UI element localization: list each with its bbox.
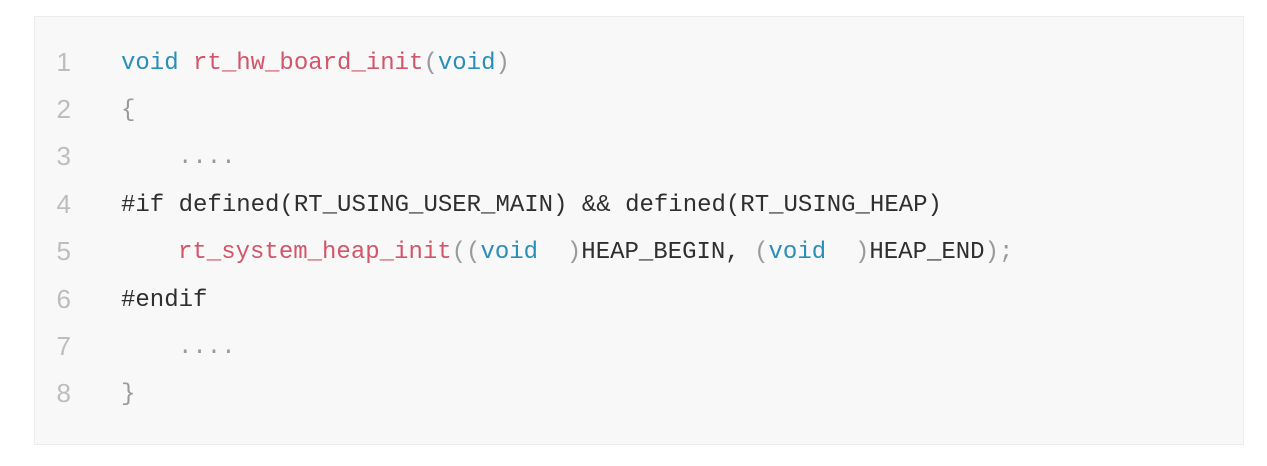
code-token: ) — [495, 50, 510, 77]
code-line: 1 void rt_hw_board_init(void) — [35, 47, 1243, 94]
code-text[interactable]: .... — [121, 333, 236, 363]
code-token: } — [121, 381, 136, 408]
code-token — [179, 50, 193, 77]
code-text[interactable]: #endif — [121, 286, 207, 316]
code-token: #if defined(RT_USING_USER_MAIN) && defin… — [121, 192, 942, 219]
code-line: 5 rt_system_heap_init((void )HEAP_BEGIN,… — [35, 236, 1243, 283]
line-number: 2 — [56, 94, 71, 124]
code-token: { — [121, 97, 136, 124]
code-token: HEAP_END — [869, 239, 985, 266]
code-token: #endif — [121, 287, 208, 314]
code-text[interactable]: { — [121, 96, 135, 126]
code-token: rt_hw_board_init — [193, 50, 424, 77]
code-token: void — [437, 50, 496, 77]
code-token: .... — [178, 144, 236, 171]
line-number: 6 — [56, 284, 71, 314]
code-text[interactable]: #if defined(RT_USING_USER_MAIN) && defin… — [121, 191, 942, 221]
code-token: ); — [984, 239, 1014, 266]
code-block: 1 void rt_hw_board_init(void) 2 { 3 ....… — [34, 16, 1244, 445]
code-text[interactable]: .... — [121, 143, 236, 173]
line-number: 5 — [56, 236, 71, 266]
code-token: void — [121, 50, 179, 77]
code-token: ) — [854, 239, 870, 266]
code-token: ( — [754, 239, 769, 266]
code-line: 8 } — [35, 378, 1243, 425]
line-number: 3 — [56, 141, 71, 171]
code-token: (( — [451, 239, 481, 266]
code-token: void — [768, 239, 827, 266]
code-text[interactable]: } — [121, 380, 135, 410]
code-line: 6 #endif — [35, 284, 1243, 331]
code-token: rt_system_heap_init — [178, 239, 452, 266]
line-number: 1 — [56, 47, 71, 77]
code-line: 4 #if defined(RT_USING_USER_MAIN) && def… — [35, 189, 1243, 236]
line-number: 4 — [56, 189, 71, 219]
code-token: .... — [178, 334, 236, 361]
code-line: 3 .... — [35, 141, 1243, 188]
code-token: HEAP_BEGIN, — [581, 239, 755, 266]
line-number: 7 — [56, 331, 71, 361]
code-token: ( — [423, 50, 438, 77]
code-token — [826, 239, 855, 266]
code-token — [538, 239, 567, 266]
code-token: ) — [566, 239, 582, 266]
code-line: 7 .... — [35, 331, 1243, 378]
code-text[interactable]: void rt_hw_board_init(void) — [121, 49, 510, 79]
code-line: 2 { — [35, 94, 1243, 141]
code-text[interactable]: rt_system_heap_init((void )HEAP_BEGIN, (… — [121, 238, 1013, 268]
line-number: 8 — [56, 378, 71, 408]
code-token: void — [480, 239, 539, 266]
